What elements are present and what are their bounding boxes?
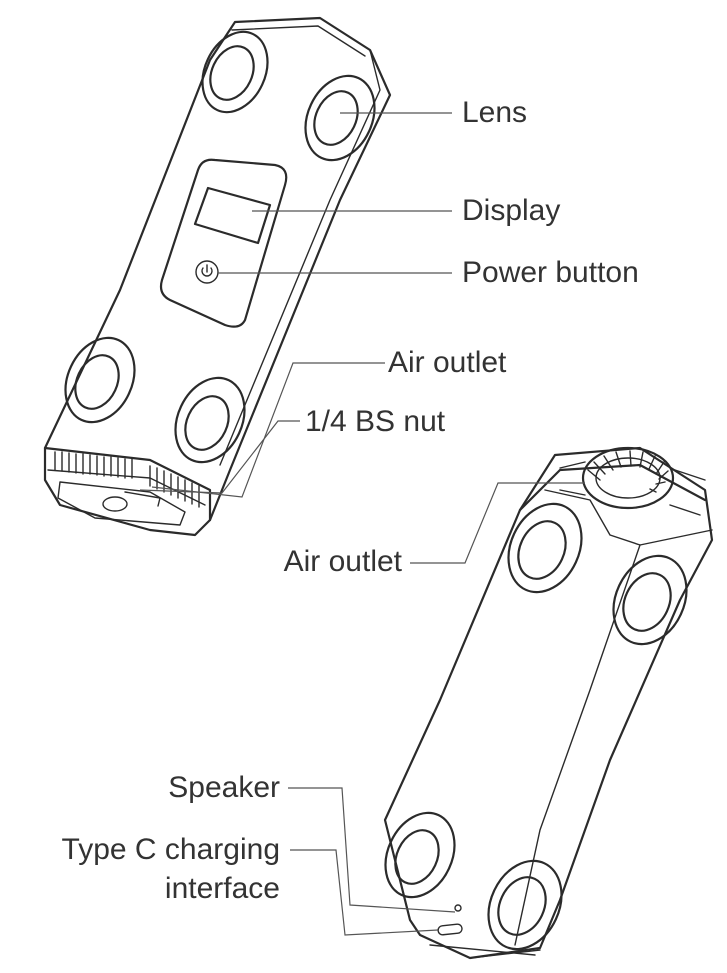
leader-speaker [288, 787, 456, 913]
label-display: Display [462, 194, 561, 227]
power-icon [195, 260, 219, 284]
label-speaker: Speaker [168, 771, 280, 804]
label-type-c-line1: Type C charging [61, 833, 280, 866]
lower-lens-bottom-left [384, 811, 456, 899]
lower-device-body [383, 446, 714, 960]
upper-vent-slats [54, 451, 200, 508]
leader-lines [139, 112, 585, 936]
lower-lens-top-left [507, 502, 583, 594]
lower-device [383, 446, 714, 960]
lower-fan-outer [581, 446, 675, 510]
upper-lens-top-right [304, 74, 376, 162]
label-type-c-line2: interface [164, 872, 280, 905]
speaker-hole [454, 904, 462, 912]
label-lens: Lens [462, 96, 528, 129]
type-c-port [437, 923, 463, 936]
upper-lens-bottom-right [174, 376, 246, 464]
upper-lens-top-left [201, 30, 269, 114]
leader-air-outlet-side [410, 482, 585, 564]
label-air-outlet-top: Air outlet [388, 346, 507, 379]
label-air-outlet-side: Air outlet [283, 545, 402, 578]
lower-lens-top-right [612, 554, 688, 646]
label-power-button: Power button [462, 256, 639, 289]
label-bs-nut: 1/4 BS nut [305, 405, 446, 438]
upper-display-screen [193, 186, 272, 245]
upper-display-panel [159, 158, 288, 328]
lower-lens-bottom-right [487, 859, 563, 951]
leader-bs-nut [139, 420, 300, 494]
upper-lens-bottom-left [64, 336, 136, 424]
lower-fan-vents [559, 450, 706, 516]
leader-type-c [290, 849, 439, 936]
upper-nut-plate [57, 481, 186, 526]
upper-device [43, 16, 392, 537]
upper-nut-hole [102, 496, 128, 512]
